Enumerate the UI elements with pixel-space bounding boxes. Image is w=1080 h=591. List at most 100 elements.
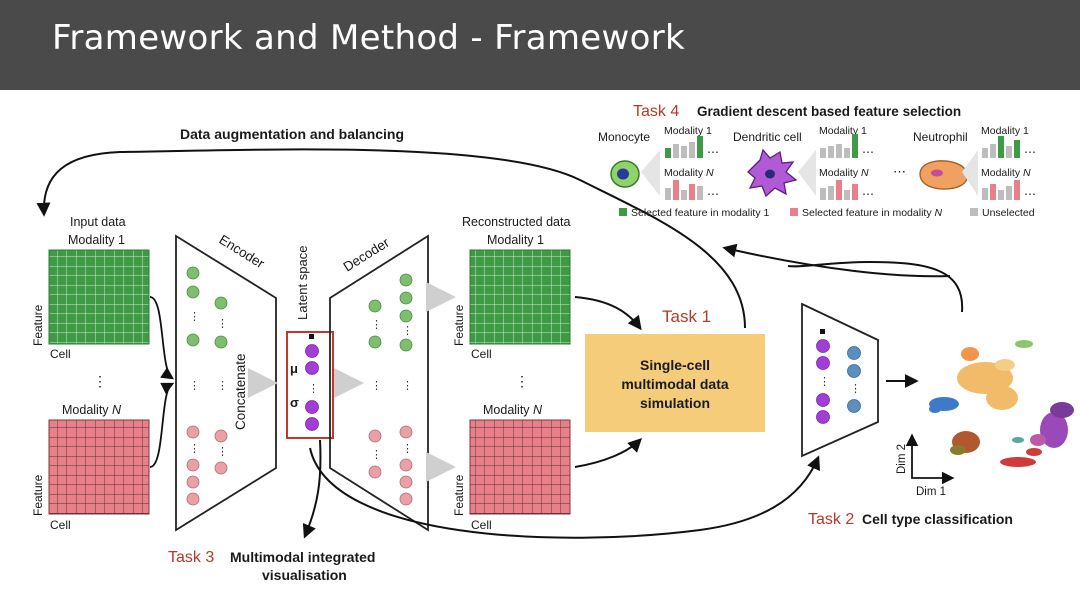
legend-selected-mn: Selected feature in modality N [802, 207, 943, 219]
recon-cell-label-n: Cell [471, 518, 492, 532]
input-modality-1-matrix [48, 249, 150, 345]
umap-cluster-orange [957, 347, 1018, 410]
task3-line-1: Multimodal integrated [230, 549, 375, 565]
neutrophil-modality-n-ellipsis: ⋯ [1024, 187, 1036, 201]
input-vertical-ellipsis: ⋮ [93, 373, 107, 389]
simulation-line-1: Single-cell [640, 357, 710, 373]
neutrophil-modality-panel: Modality 1 Modality N [981, 125, 1031, 179]
dim1-label: Dim 1 [916, 486, 946, 498]
input-modality-n-label: Modality N [62, 403, 122, 417]
input-modality-1-label: Modality 1 [68, 233, 125, 247]
dendritic-modality-1-bar [828, 146, 834, 158]
title-bar: Framework and Method - Framework [0, 0, 1080, 90]
umap-to-feature-selection-arrow [787, 260, 964, 313]
neutrophil-icon [919, 160, 968, 190]
classifier-trapezoid [801, 302, 879, 458]
slide-title: Framework and Method - Framework [52, 18, 686, 58]
input-feature-label-n: Feature [31, 474, 45, 516]
recon-to-simulation-arrow-1 [574, 296, 642, 331]
umap-cluster-red [1000, 448, 1042, 467]
monocyte-modality-1-bar [689, 142, 695, 158]
decoder-ellipsis-c: ⋮ [371, 380, 382, 392]
decoder-ellipsis-f: ⋮ [402, 443, 413, 455]
input-feature-label-1: Feature [31, 304, 45, 346]
encoder-green-nodes [186, 266, 228, 349]
neutrophil-modality-n-bar [982, 188, 988, 200]
monocyte-modality-n-bar [673, 180, 679, 200]
dendritic-modality-n-bar [820, 188, 826, 200]
recon-modality-n-matrix [469, 419, 571, 515]
monocyte-modality-n-label: Modality N [664, 167, 714, 179]
task1-tag: Task 1 [662, 307, 711, 326]
umap-cluster-teal [1012, 437, 1024, 443]
input-to-encoder-arrow-1 [149, 296, 175, 380]
task2-text: Cell type classification [862, 511, 1013, 527]
neutrophil-modality-n-bar [990, 184, 996, 200]
sigma-label: σ [290, 395, 299, 410]
framework-diagram: Data augmentation and balancing Input da… [31, 103, 1074, 583]
dendritic-modality-n-ellipsis: ⋯ [862, 187, 874, 201]
umap-cluster-brown [950, 431, 980, 455]
monocyte-modality-n-bar [665, 188, 671, 200]
task3-line-2: visualisation [262, 567, 347, 583]
classifier-marker-square [820, 329, 825, 334]
dendritic-modality-n-bar [836, 180, 842, 200]
umap-axes [905, 433, 955, 485]
monocyte-modality-n-ellipsis: ⋯ [707, 187, 719, 201]
monocyte-modality-1-bar [681, 146, 687, 158]
latent-ellipsis: ⋮ [308, 383, 319, 395]
umap-cluster-purple [1030, 402, 1074, 448]
task4-text: Gradient descent based feature selection [697, 104, 961, 119]
legend-swatch-unselected [970, 208, 978, 216]
simulation-box [585, 334, 765, 432]
latent-purple-nodes [305, 344, 319, 431]
encoder-ellipsis-c: ⋮ [189, 380, 200, 392]
monocyte-modality-1-label: Modality 1 [664, 125, 712, 137]
dendritic-modality-n-label: Modality N [819, 167, 869, 179]
concatenate-label: Concatenate [233, 353, 248, 430]
reconstructed-data-label: Reconstructed data [462, 215, 570, 229]
classifier-ellipsis-a: ⋮ [819, 376, 830, 388]
decoder-ellipsis-b: ⋮ [402, 325, 413, 337]
neutrophil-modality-1-bar [1014, 140, 1020, 158]
legend-swatch-selected-m1 [619, 208, 627, 216]
umap-cluster-blue [929, 397, 959, 413]
dendritic-cell-label: Dendritic cell [733, 130, 802, 144]
monocyte-modality-n-bar [689, 184, 695, 200]
cell-panel-pointers [641, 150, 978, 196]
neutrophil-modality-1-bar [1006, 146, 1012, 158]
neutrophil-modality-1-label: Modality 1 [981, 125, 1029, 137]
encoder-pink-nodes [186, 425, 228, 506]
input-modality-n-matrix [48, 419, 150, 515]
recon-modality-1-matrix [469, 249, 571, 345]
monocyte-modality-n-bar [681, 190, 687, 200]
dendritic-modality-1-bar [836, 144, 842, 158]
decoder-green-nodes [368, 273, 413, 352]
recon-feature-label-n: Feature [452, 474, 466, 516]
feature-bar-groups: ⋯⋯⋯⋯⋯⋯ [665, 134, 1036, 201]
legend-selected-m1: Selected feature in modality 1 [631, 207, 769, 219]
recon-cell-label-1: Cell [471, 347, 492, 361]
classifier-blue-nodes [847, 346, 861, 413]
dendritic-modality-n-bar [844, 190, 850, 200]
encoder-ellipsis-f: ⋮ [217, 446, 228, 458]
umap-scatter [929, 340, 1074, 467]
input-to-encoder-arrow-n [149, 382, 175, 468]
dendritic-modality-1-bar [844, 148, 850, 158]
monocyte-modality-1-ellipsis: ⋯ [707, 145, 719, 159]
neutrophil-modality-1-ellipsis: ⋯ [1024, 145, 1036, 159]
latent-space-label: Latent space [295, 246, 310, 320]
classifier-purple-nodes [816, 339, 830, 424]
decoder-ellipsis-a: ⋮ [371, 319, 382, 331]
latent-to-visualisation-arrow [302, 439, 322, 539]
feature-selection-return-arrow [722, 243, 951, 278]
input-data-label: Input data [70, 215, 126, 229]
decoder-ellipsis-d: ⋮ [402, 380, 413, 392]
input-cell-label-n: Cell [50, 518, 71, 532]
simulation-line-2: multimodal data [621, 376, 729, 392]
neutrophil-modality-n-label: Modality N [981, 167, 1031, 179]
latent-space-box [286, 331, 334, 439]
monocyte-modality-panel: Modality 1 Modality N [664, 125, 714, 179]
neutrophil-modality-n-bar [998, 190, 1004, 200]
dendritic-modality-1-bar [852, 134, 858, 158]
